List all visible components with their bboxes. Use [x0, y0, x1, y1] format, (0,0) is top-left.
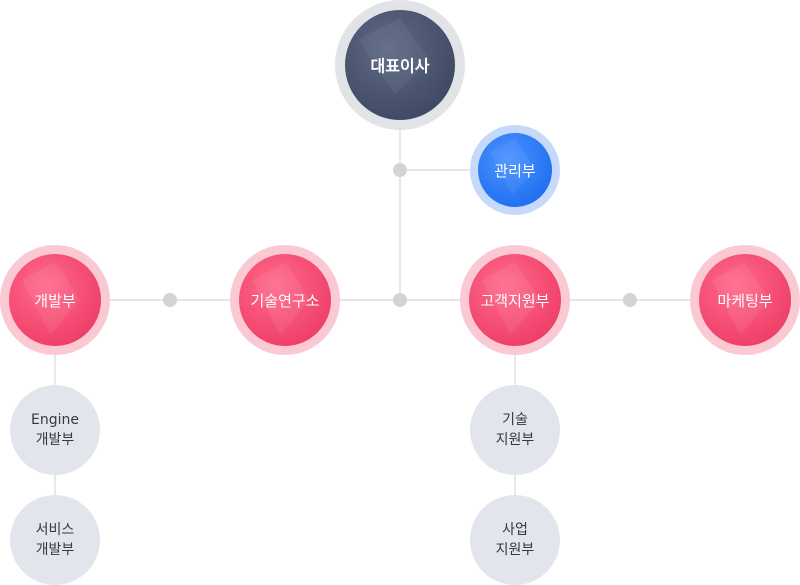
node-rnd-label: 기술연구소: [250, 292, 319, 310]
node-ceo-circle: [345, 10, 455, 120]
junction-dot-center: [393, 293, 407, 307]
node-admin[interactable]: 관리부: [470, 125, 560, 215]
connectors: [54, 128, 694, 498]
junction-dot-right: [623, 293, 637, 307]
junctions: [163, 163, 637, 307]
node-service-dev-label-line2: 개발부: [36, 542, 75, 558]
node-service-dev-label-line1: 서비스: [36, 522, 75, 538]
junction-dot-admin: [393, 163, 407, 177]
node-rnd-circle: [239, 254, 331, 346]
node-service-dev[interactable]: 서비스 개발부: [10, 495, 100, 585]
node-engine-dev-circle: [10, 385, 100, 475]
node-tech-support-label-line2: 지원부: [496, 432, 535, 448]
node-marketing[interactable]: 마케팅부: [690, 245, 800, 355]
junction-dot-left: [163, 293, 177, 307]
node-rnd-facet: [252, 262, 310, 335]
node-biz-support[interactable]: 사업 지원부: [470, 495, 560, 585]
node-dev[interactable]: 개발부: [0, 245, 110, 355]
node-biz-support-circle: [470, 495, 560, 585]
node-cs-label: 고객지원부: [480, 292, 549, 310]
node-engine-dev-label-line1: Engine: [31, 412, 79, 428]
node-ceo[interactable]: 대표이사: [335, 0, 465, 130]
node-tech-support[interactable]: 기술 지원부: [470, 385, 560, 475]
node-biz-support-label-line2: 지원부: [496, 542, 535, 558]
node-dev-facet: [22, 262, 80, 335]
node-admin-circle: [478, 133, 552, 207]
node-tech-support-circle: [470, 385, 560, 475]
node-cs-facet: [482, 262, 540, 335]
node-admin-facet: [490, 138, 535, 195]
node-ceo-facet: [358, 18, 430, 95]
node-cs[interactable]: 고객지원부: [460, 245, 570, 355]
node-dev-label: 개발부: [34, 292, 76, 310]
node-service-dev-circle: [10, 495, 100, 585]
node-marketing-circle: [699, 254, 791, 346]
node-admin-label: 관리부: [494, 162, 536, 180]
node-dev-circle: [9, 254, 101, 346]
node-tech-support-label-line1: 기술: [502, 412, 528, 428]
node-engine-dev-label-line2: 개발부: [36, 432, 75, 448]
node-rnd[interactable]: 기술연구소: [230, 245, 340, 355]
node-marketing-facet: [712, 262, 770, 335]
node-ceo-label: 대표이사: [371, 57, 430, 76]
node-engine-dev[interactable]: Engine 개발부: [10, 385, 100, 475]
node-marketing-label: 마케팅부: [717, 292, 772, 310]
node-biz-support-label-line1: 사업: [502, 522, 528, 538]
node-cs-circle: [469, 254, 561, 346]
